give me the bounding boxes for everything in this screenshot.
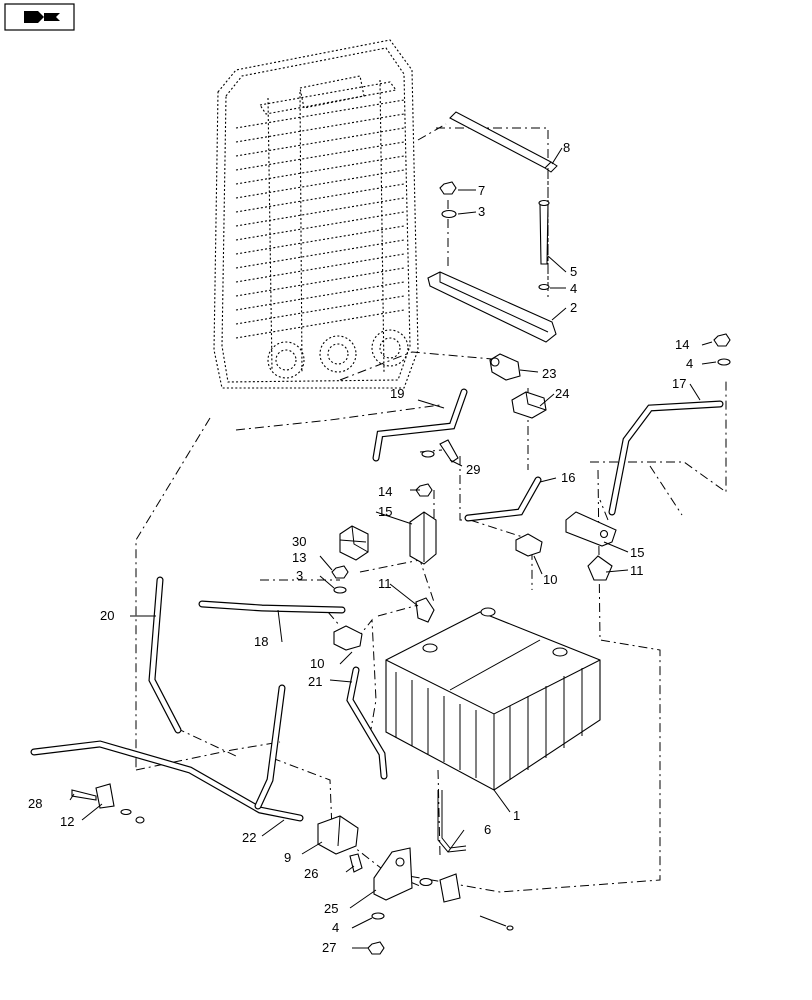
callout-28[interactable]: 28 [28, 796, 42, 811]
callout-7[interactable]: 7 [478, 183, 485, 198]
callout-15[interactable]: 15 [630, 545, 644, 560]
part-10-terminal-left[interactable] [333, 625, 363, 651]
part-26-bolt[interactable] [349, 853, 363, 873]
part-4-washer-top[interactable] [538, 283, 550, 291]
part-27-nut[interactable] [367, 941, 385, 955]
callout-29[interactable]: 29 [466, 462, 480, 477]
callout-23[interactable]: 23 [542, 366, 556, 381]
part-3-washer-mid[interactable] [333, 586, 347, 594]
callout-24[interactable]: 24 [555, 386, 569, 401]
part-20-cable[interactable] [148, 576, 182, 734]
part-15-connector-right[interactable] [565, 511, 617, 547]
callout-3[interactable]: 3 [296, 568, 303, 583]
part-9-battery-disconnect-switch[interactable] [317, 815, 359, 855]
part-7-nut[interactable] [439, 181, 457, 195]
callout-27[interactable]: 27 [322, 940, 336, 955]
callout-13[interactable]: 13 [292, 550, 306, 565]
callout-26[interactable]: 26 [304, 866, 318, 881]
callout-5[interactable]: 5 [570, 264, 577, 279]
part-12-clip[interactable] [95, 783, 145, 824]
part-19-cable[interactable] [372, 388, 468, 462]
callout-21[interactable]: 21 [308, 674, 322, 689]
control-module-phantom [213, 39, 419, 389]
callout-11[interactable]: 11 [378, 576, 392, 591]
callout-10[interactable]: 10 [310, 656, 324, 671]
callout-10[interactable]: 10 [543, 572, 557, 587]
part-25-bracket[interactable] [373, 847, 413, 901]
reference-lines [135, 123, 727, 893]
callout-12[interactable]: 12 [60, 814, 74, 829]
part-17-cable[interactable] [608, 400, 724, 516]
part-22-cable[interactable] [30, 684, 304, 822]
part-11-terminal-left[interactable] [415, 597, 435, 623]
part-23-terminal-boot[interactable] [489, 353, 521, 381]
part-29-bolt[interactable] [421, 439, 459, 463]
part-13-nut[interactable] [331, 565, 349, 579]
callout-labels: 8 7 3 5 4 2 14 4 17 23 24 19 29 16 14 15… [28, 140, 693, 955]
part-8-hold-down-rod[interactable] [449, 111, 558, 173]
part-4-washer-bottom[interactable] [371, 912, 385, 920]
callout-19[interactable]: 19 [390, 386, 404, 401]
part-10-terminal-right[interactable] [515, 533, 543, 557]
callout-1[interactable]: 1 [513, 808, 520, 823]
callout-8[interactable]: 8 [563, 140, 570, 155]
part-2-hold-down-bracket[interactable] [427, 271, 557, 343]
callout-4[interactable]: 4 [686, 356, 693, 371]
callout-14[interactable]: 14 [675, 337, 689, 352]
part-28-screw[interactable] [71, 789, 97, 801]
part-16-cable[interactable] [464, 476, 542, 522]
part-1-battery[interactable] [385, 607, 601, 791]
book-arrow-icon[interactable] [4, 3, 75, 31]
part-21-cable[interactable] [346, 666, 388, 780]
callout-4[interactable]: 4 [332, 920, 339, 935]
part-15-connector-left[interactable] [409, 511, 437, 565]
part-18-cable[interactable] [198, 600, 346, 614]
callout-30[interactable]: 30 [292, 534, 306, 549]
callout-11[interactable]: 11 [630, 563, 644, 578]
part-3-washer-top[interactable] [441, 209, 457, 219]
part-11-terminal-right[interactable] [587, 555, 613, 581]
callout-15[interactable]: 15 [378, 504, 392, 519]
callout-17[interactable]: 17 [672, 376, 686, 391]
clamp-hardware-bottom [419, 873, 514, 931]
callout-2[interactable]: 2 [570, 300, 577, 315]
callout-6[interactable]: 6 [484, 822, 491, 837]
part-30-relay[interactable] [339, 525, 369, 561]
leader-lines [69, 147, 717, 949]
callout-16[interactable]: 16 [561, 470, 575, 485]
callout-9[interactable]: 9 [284, 850, 291, 865]
callout-4[interactable]: 4 [570, 281, 577, 296]
callout-3[interactable]: 3 [478, 204, 485, 219]
part-14-nut-right[interactable] [713, 333, 731, 347]
part-6-rod[interactable] [437, 790, 467, 853]
callout-14[interactable]: 14 [378, 484, 392, 499]
callout-18[interactable]: 18 [254, 634, 268, 649]
callout-25[interactable]: 25 [324, 901, 338, 916]
callout-22[interactable]: 22 [242, 830, 256, 845]
part-4-washer-right[interactable] [717, 358, 731, 366]
part-24-terminal-clamp[interactable] [511, 391, 547, 419]
part-5-bolt[interactable] [538, 199, 550, 265]
callout-20[interactable]: 20 [100, 608, 114, 623]
